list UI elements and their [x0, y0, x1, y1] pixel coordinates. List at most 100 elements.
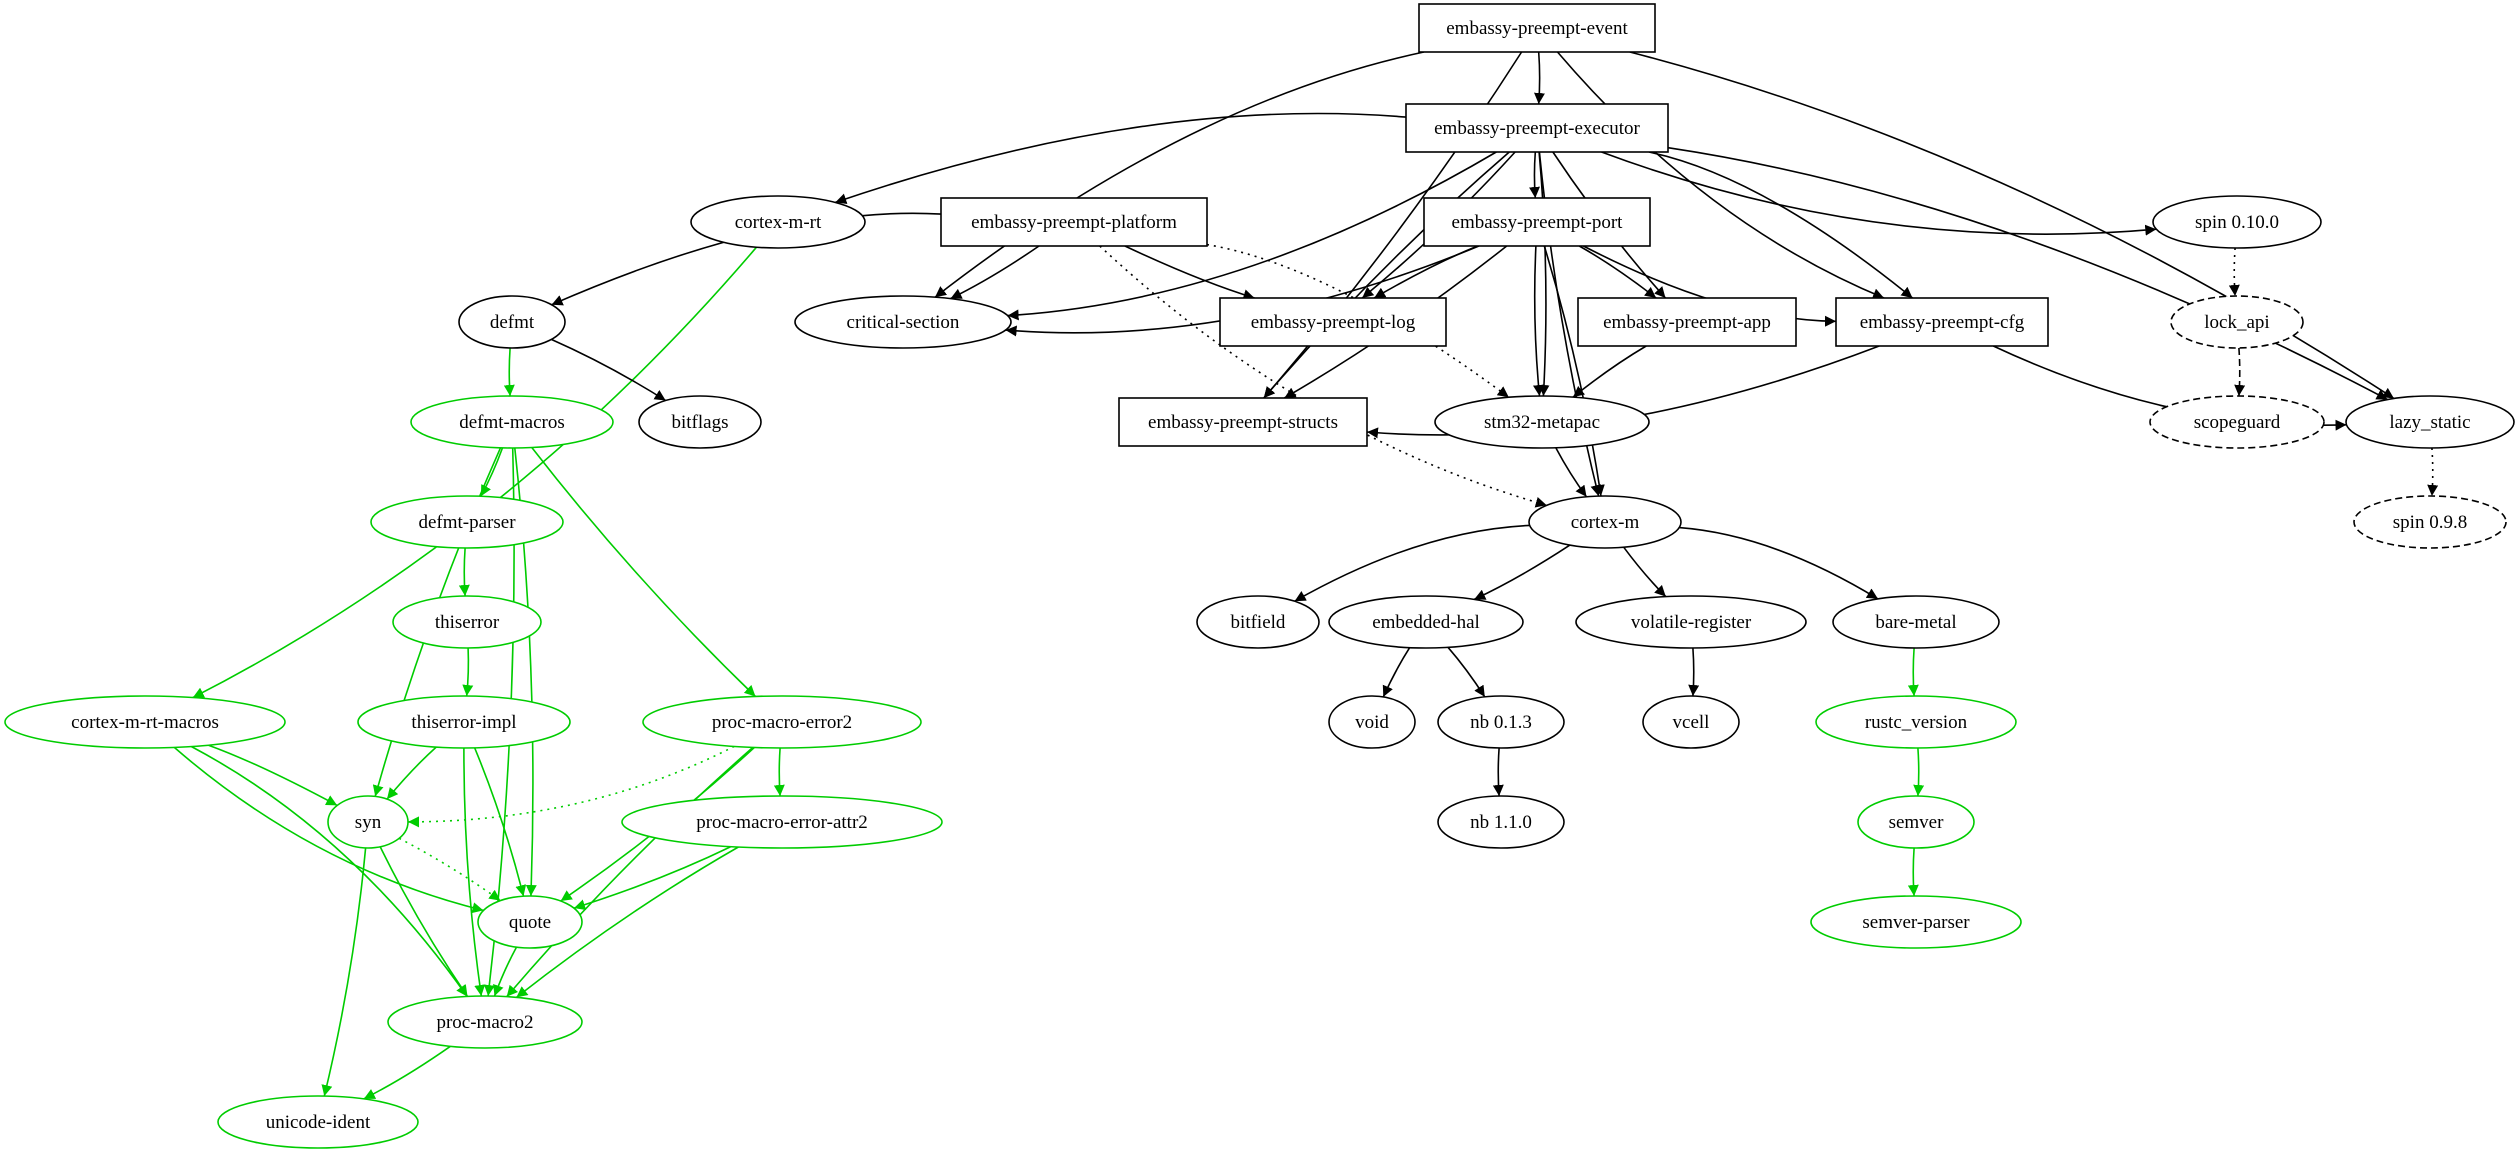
- node-stm32-metapac: stm32-metapac: [1434, 395, 1650, 449]
- node-label: cortex-m: [1571, 512, 1640, 533]
- edge-syn-to-quote: [398, 837, 501, 902]
- node-label: proc-macro-error2: [712, 712, 852, 733]
- edge-lazy_static-to-spin-0.9.8: [2427, 447, 2439, 497]
- node-label: rustc_version: [1865, 712, 1968, 733]
- node-label: embassy-preempt-platform: [971, 212, 1177, 233]
- node-label: spin 0.9.8: [2393, 512, 2467, 533]
- node-shape: [392, 595, 542, 649]
- node-label: scopeguard: [2194, 412, 2281, 433]
- node-shape: [2170, 295, 2304, 349]
- edge-defmt-parser-to-thiserror: [458, 547, 470, 597]
- node-scopeguard: scopeguard: [2149, 395, 2325, 449]
- edge-embassy-preempt-platform-to-critical-section: [950, 245, 1040, 300]
- node-shape: [1434, 395, 1650, 449]
- node-embassy-preempt-port: embassy-preempt-port: [1423, 197, 1651, 247]
- node-thiserror: thiserror: [392, 595, 542, 649]
- node-label: void: [1355, 712, 1389, 733]
- node-shape: [1118, 397, 1368, 447]
- edge-defmt-to-bitflags: [550, 338, 667, 402]
- edge-embedded-hal-to-void: [1382, 647, 1411, 698]
- node-shape: [1196, 595, 1320, 649]
- edge-embassy-preempt-platform-to-embassy-preempt-log: [1124, 245, 1255, 301]
- edge-bare-metal-to-rustc_version: [1907, 647, 1919, 697]
- node-label: lazy_static: [2389, 412, 2470, 433]
- node-defmt-parser: defmt-parser: [370, 495, 564, 549]
- node-shape: [621, 795, 943, 849]
- node-label: volatile-register: [1631, 612, 1752, 633]
- edge-proc-macro-error2-to-syn: [407, 745, 735, 828]
- edge-spin-0.10.0-to-lock_api: [2228, 247, 2240, 297]
- edge-proc-macro-error-attr2-to-quote: [573, 845, 732, 911]
- node-label: defmt-macros: [459, 412, 565, 433]
- edge-thiserror-impl-to-quote: [473, 747, 527, 897]
- edge-proc-macro-error2-to-proc-macro2: [506, 746, 754, 998]
- node-label: bitflags: [672, 412, 729, 433]
- edge-proc-macro-error2-to-proc-macro-error-attr2: [773, 747, 785, 797]
- node-shape: [638, 395, 762, 449]
- edge-proc-macro-error-attr2-to-proc-macro2: [515, 846, 739, 999]
- node-embassy-preempt-structs: embassy-preempt-structs: [1118, 397, 1368, 447]
- node-embassy-preempt-executor: embassy-preempt-executor: [1405, 103, 1669, 153]
- node-shape: [370, 495, 564, 549]
- edge-embassy-preempt-executor-to-embassy-preempt-port: [1529, 151, 1540, 199]
- node-label: nb 0.1.3: [1470, 712, 1532, 733]
- node-defmt: defmt: [458, 295, 566, 349]
- node-semver: semver: [1857, 795, 1975, 849]
- node-shape: [1642, 695, 1740, 749]
- edge-embassy-preempt-app-to-stm32-metapac: [1572, 345, 1647, 398]
- node-shape: [1328, 695, 1416, 749]
- edge-embassy-preempt-executor-to-embassy-preempt-structs: [1263, 151, 1510, 399]
- edge-syn-to-proc-macro2: [379, 846, 469, 997]
- node-label: embassy-preempt-event: [1446, 18, 1628, 39]
- node-shape: [1835, 297, 2049, 347]
- node-defmt-macros: defmt-macros: [410, 395, 614, 449]
- node-shape: [1832, 595, 2000, 649]
- edge-embassy-preempt-executor-to-cortex-m-rt: [835, 112, 1407, 205]
- node-nb-0.1.3: nb 0.1.3: [1437, 695, 1565, 749]
- node-label: unicode-ident: [266, 1112, 371, 1133]
- node-shape: [1418, 3, 1656, 53]
- node-shape: [1575, 595, 1807, 649]
- node-lazy_static: lazy_static: [2345, 395, 2515, 449]
- node-vcell: vcell: [1642, 695, 1740, 749]
- edge-embassy-preempt-event-to-embassy-preempt-cfg: [1556, 51, 1885, 299]
- node-label: thiserror: [435, 612, 500, 633]
- edge-thiserror-to-thiserror-impl: [462, 647, 474, 697]
- node-cortex-m: cortex-m: [1528, 495, 1682, 549]
- node-shape: [477, 895, 583, 949]
- node-spin-0.9.8: spin 0.9.8: [2353, 495, 2507, 549]
- nodes-layer: embassy-preempt-event embassy-preempt-exe…: [4, 3, 2515, 1149]
- node-shape: [1423, 197, 1651, 247]
- node-proc-macro-error-attr2: proc-macro-error-attr2: [621, 795, 943, 849]
- node-shape: [1219, 297, 1447, 347]
- node-rustc_version: rustc_version: [1815, 695, 2017, 749]
- edge-embassy-preempt-port-to-embassy-preempt-app: [1578, 245, 1657, 299]
- edge-semver-to-semver-parser: [1907, 847, 1919, 897]
- node-label: cortex-m-rt: [735, 212, 822, 233]
- node-nb-1.1.0: nb 1.1.0: [1437, 795, 1565, 849]
- edge-rustc_version-to-semver: [1913, 747, 1925, 797]
- node-embassy-preempt-app: embassy-preempt-app: [1577, 297, 1797, 347]
- edge-quote-to-proc-macro2: [493, 946, 518, 997]
- node-shape: [1815, 695, 2017, 749]
- node-label: syn: [355, 812, 382, 833]
- node-label: bitfield: [1231, 612, 1286, 633]
- node-label: embassy-preempt-port: [1452, 212, 1624, 233]
- edge-embassy-preempt-port-to-embassy-preempt-log: [1373, 245, 1478, 299]
- node-label: quote: [509, 912, 551, 933]
- edge-cortex-m-rt-macros-to-syn: [208, 744, 338, 807]
- edge-defmt-macros-to-defmt-parser: [480, 447, 504, 497]
- node-proc-macro-error2: proc-macro-error2: [642, 695, 922, 749]
- node-shape: [794, 295, 1012, 349]
- node-label: bare-metal: [1875, 612, 1956, 633]
- edge-embassy-preempt-event-to-embassy-preempt-structs: [1263, 51, 1523, 399]
- edge-embassy-preempt-event-to-critical-section: [934, 51, 1425, 298]
- edge-embassy-preempt-executor-to-critical-section: [1007, 151, 1497, 321]
- node-label: semver: [1889, 812, 1945, 833]
- node-label: embassy-preempt-structs: [1148, 412, 1338, 433]
- node-cortex-m-rt: cortex-m-rt: [690, 195, 866, 249]
- edge-thiserror-impl-to-syn: [386, 746, 437, 800]
- node-label: embassy-preempt-executor: [1434, 118, 1640, 139]
- node-shape: [690, 195, 866, 249]
